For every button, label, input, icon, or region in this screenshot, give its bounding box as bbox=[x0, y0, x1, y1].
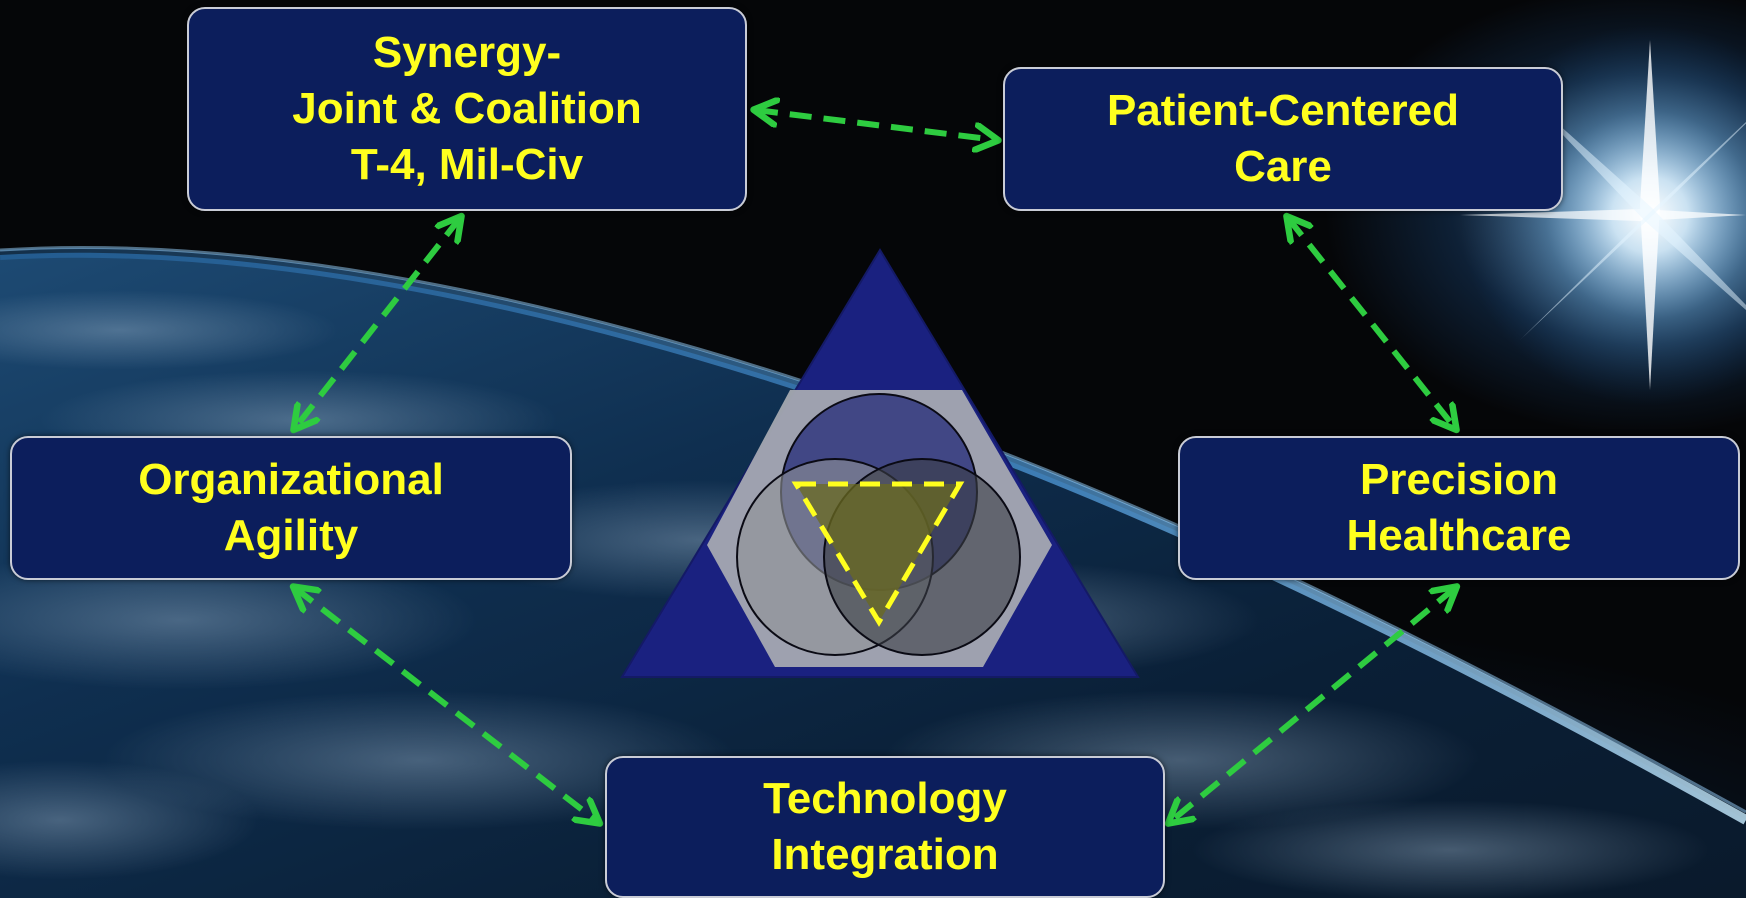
box-precision-label: Precision Healthcare bbox=[1346, 455, 1572, 560]
venn-triangle-emblem bbox=[620, 248, 1140, 678]
box-synergy-joint-coalition: Synergy- Joint & Coalition T-4, Mil-Civ bbox=[187, 7, 747, 211]
box-technology-integration: Technology Integration bbox=[605, 756, 1165, 898]
arrow-precision-technology bbox=[1170, 588, 1455, 822]
arrow-patient-precision bbox=[1288, 218, 1455, 428]
box-technology-label: Technology Integration bbox=[763, 774, 1007, 879]
arrow-org-technology bbox=[295, 588, 598, 822]
box-synergy-label: Synergy- Joint & Coalition T-4, Mil-Civ bbox=[292, 28, 642, 189]
inner-dashed-triangle bbox=[791, 481, 965, 627]
arrow-synergy-org bbox=[295, 218, 460, 428]
box-org-label: Organizational Agility bbox=[138, 455, 444, 560]
box-patient-label: Patient-Centered Care bbox=[1106, 86, 1460, 191]
box-patient-centered-care: Patient-Centered Care bbox=[1003, 67, 1563, 211]
box-precision-healthcare: Precision Healthcare bbox=[1178, 436, 1740, 580]
arrow-synergy-patient bbox=[756, 110, 996, 140]
box-organizational-agility: Organizational Agility bbox=[10, 436, 572, 580]
